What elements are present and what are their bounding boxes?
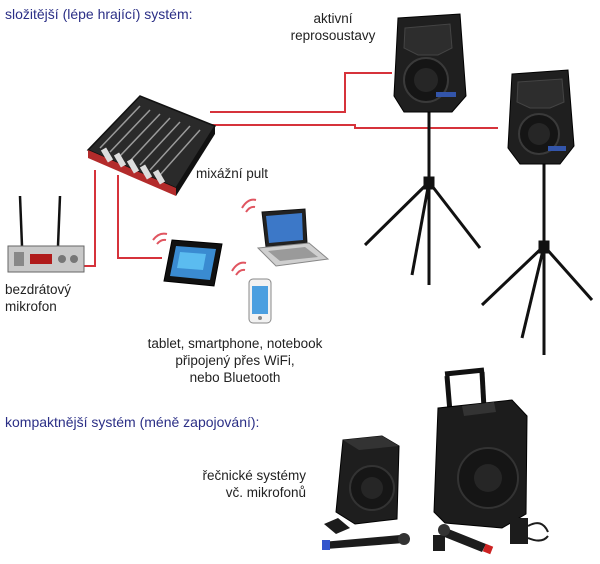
portable-pa-icon: [335, 435, 400, 525]
wireless-receiver-icon: [7, 195, 85, 273]
remote-icon: [324, 518, 350, 534]
label-mixer: mixážní pult: [196, 166, 269, 181]
label-wireless-mic: bezdrátový mikrofon: [5, 282, 72, 314]
speaker-2: [480, 69, 594, 355]
cables: [82, 72, 498, 267]
speaker-icon: [507, 69, 575, 165]
laptop-icon: [256, 208, 330, 267]
heading-complex-system: složitější (lépe hrající) systém:: [5, 6, 193, 22]
tablet-icon: [163, 239, 223, 287]
microphone-icon: [438, 524, 494, 555]
speaker-1: [363, 13, 482, 285]
mixer-icon: [86, 95, 217, 196]
remote-icon: [433, 535, 445, 551]
tripod-stand-icon: [363, 112, 482, 285]
microphone-icon: [322, 533, 410, 550]
tripod-stand-icon: [480, 164, 594, 355]
bodypack-transmitter-icon: [510, 518, 549, 544]
label-active-speakers: aktivní reprosoustavy: [290, 11, 376, 43]
label-devices: tablet, smartphone, notebook připojený p…: [147, 336, 323, 385]
heading-compact-system: kompaktnější systém (méně zapojování):: [5, 414, 260, 430]
portable-pa-icon: [433, 367, 528, 529]
smartphone-icon: [248, 278, 272, 324]
speaker-icon: [393, 13, 467, 113]
label-speech-systems: řečnické systémy vč. mikrofonů: [202, 468, 306, 500]
wifi-signal-icon: [152, 198, 257, 276]
